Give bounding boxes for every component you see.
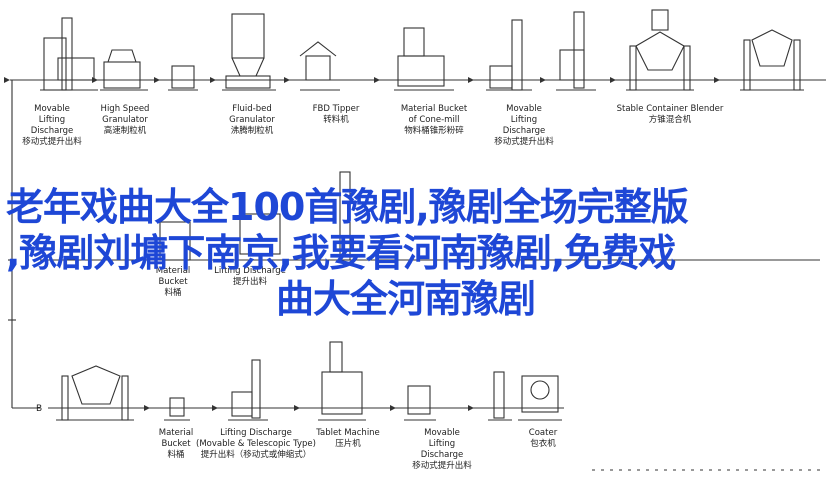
label-line-zh: 提升出料（移动式或伸缩式）	[200, 450, 312, 460]
label-line-zh: 沸腾制粒机	[230, 126, 274, 136]
label-line-zh: 料桶	[167, 450, 185, 460]
label-line: Lifting	[428, 439, 456, 449]
label-line-zh: 包衣机	[530, 439, 556, 449]
label-line: FBD Tipper	[312, 104, 360, 114]
row3-flow-line	[12, 405, 564, 411]
label-line: Lifting Discharge	[214, 266, 286, 276]
label-line: Tablet Machine	[316, 428, 380, 438]
overlay-title-line: 曲大全河南豫剧	[276, 277, 536, 321]
tablet-machine	[318, 341, 366, 421]
label-line: Granulator	[229, 115, 275, 125]
label-line-zh: 移动式提升出料	[494, 137, 554, 147]
label-coater: Coater 包衣机	[529, 428, 557, 450]
label-movable-lifting-discharge-row3: Movable Lifting Discharge 移动式提升出料	[412, 428, 472, 472]
movable-lifting-discharge-machine-2	[486, 19, 532, 91]
label-material-bucket-row2: Material Bucket 料桶	[156, 266, 191, 299]
label-line: Movable	[34, 104, 70, 114]
label-line-zh: 料桶	[164, 288, 182, 298]
label-line: Material	[158, 428, 194, 438]
label-line-zh: 压片机	[335, 439, 361, 449]
movable-lifting-discharge-row3	[404, 385, 436, 421]
label-movable-lifting-discharge-2: Movable Lifting Discharge 移动式提升出料	[494, 104, 554, 148]
label-material-bucket-cone-mill: Material Bucket of Cone-mill 物料桶锥形粉碎	[401, 104, 467, 137]
label-line: Discharge	[502, 126, 546, 136]
label-line-zh: 提升出料	[232, 277, 268, 287]
lifting-column-row3	[488, 371, 512, 421]
label-line-zh: 转料机	[323, 115, 349, 125]
fbd-tipper-machine	[299, 41, 340, 91]
fluid-bed-granulator-machine	[222, 13, 276, 91]
overlay-title: 老年戏曲大全100首豫剧,豫剧全场完整版 ,豫剧刘墉下南京,我要看河南豫剧,免费…	[6, 184, 826, 322]
label-line: Bucket	[158, 277, 188, 287]
material-bucket-row3	[164, 397, 190, 421]
label-line: Fluid-bed	[232, 104, 272, 114]
movable-lifting-discharge-machine	[40, 17, 98, 91]
label-line: Material Bucket	[400, 104, 468, 114]
label-line: Discharge	[30, 126, 74, 136]
label-line-zh: 方锥混合机	[648, 115, 692, 125]
container-blender-machine-2	[740, 29, 804, 91]
label-fluid-bed-granulator: Fluid-bed Granulator 沸腾制粒机	[229, 104, 275, 137]
label-line-zh: 高速制粒机	[103, 126, 147, 136]
label-line: Movable	[506, 104, 542, 114]
label-stable-container-blender: Stable Container Blender 方锥混合机	[617, 104, 724, 126]
row2-machines	[40, 171, 820, 261]
label-material-bucket-row3: Material Bucket 料桶	[159, 428, 194, 461]
lifting-discharge-telescopic-machine	[228, 359, 268, 421]
coater-machine	[518, 375, 562, 421]
container-blender-row3	[56, 365, 134, 421]
label-line: Stable Container Blender	[616, 104, 724, 114]
label-lifting-discharge-telescopic: Lifting Discharge (Movable & Telescopic …	[196, 428, 316, 461]
material-bucket-small-1	[168, 65, 198, 91]
label-line: Lifting	[510, 115, 538, 125]
marker-b: B	[36, 404, 42, 414]
label-tablet-machine: Tablet Machine 压片机	[316, 428, 380, 450]
label-line: Coater	[528, 428, 558, 438]
lifting-column-machine	[556, 11, 596, 91]
label-lifting-discharge-row2: Lifting Discharge 提升出料	[214, 266, 286, 288]
label-line-zh: 移动式提升出料	[22, 137, 82, 147]
row3-machines	[56, 341, 562, 421]
label-line: Discharge	[420, 450, 464, 460]
row1-machines	[40, 9, 804, 91]
label-high-speed-granulator: High Speed Granulator 高速制粒机	[101, 104, 150, 137]
label-line: Lifting	[38, 115, 66, 125]
label-line: High Speed	[100, 104, 150, 114]
label-line-zh: 物料桶锥形粉碎	[404, 126, 464, 136]
overlay-title-line: 老年戏曲大全100首豫剧,豫剧全场完整版	[6, 185, 689, 229]
row1-flow-line	[4, 77, 826, 83]
overlay-title-line: ,豫剧刘墉下南京,我要看河南豫剧,免费戏	[6, 231, 676, 275]
label-line: of Cone-mill	[408, 115, 460, 125]
label-line: Bucket	[161, 439, 191, 449]
left-vertical-connector	[8, 80, 16, 408]
high-speed-granulator-machine	[100, 49, 148, 91]
label-movable-lifting-discharge: Movable Lifting Discharge 移动式提升出料	[22, 104, 82, 148]
label-line: Lifting Discharge	[220, 428, 292, 438]
label-line: Movable	[424, 428, 460, 438]
stable-container-blender-machine	[626, 9, 694, 91]
label-line: Material	[155, 266, 191, 276]
label-line-zh: 移动式提升出料	[412, 461, 472, 471]
label-line: (Movable & Telescopic Type)	[196, 439, 316, 449]
cone-mill-machine	[394, 27, 454, 91]
label-fbd-tipper: FBD Tipper 转料机	[313, 104, 360, 126]
label-line: Granulator	[102, 115, 148, 125]
